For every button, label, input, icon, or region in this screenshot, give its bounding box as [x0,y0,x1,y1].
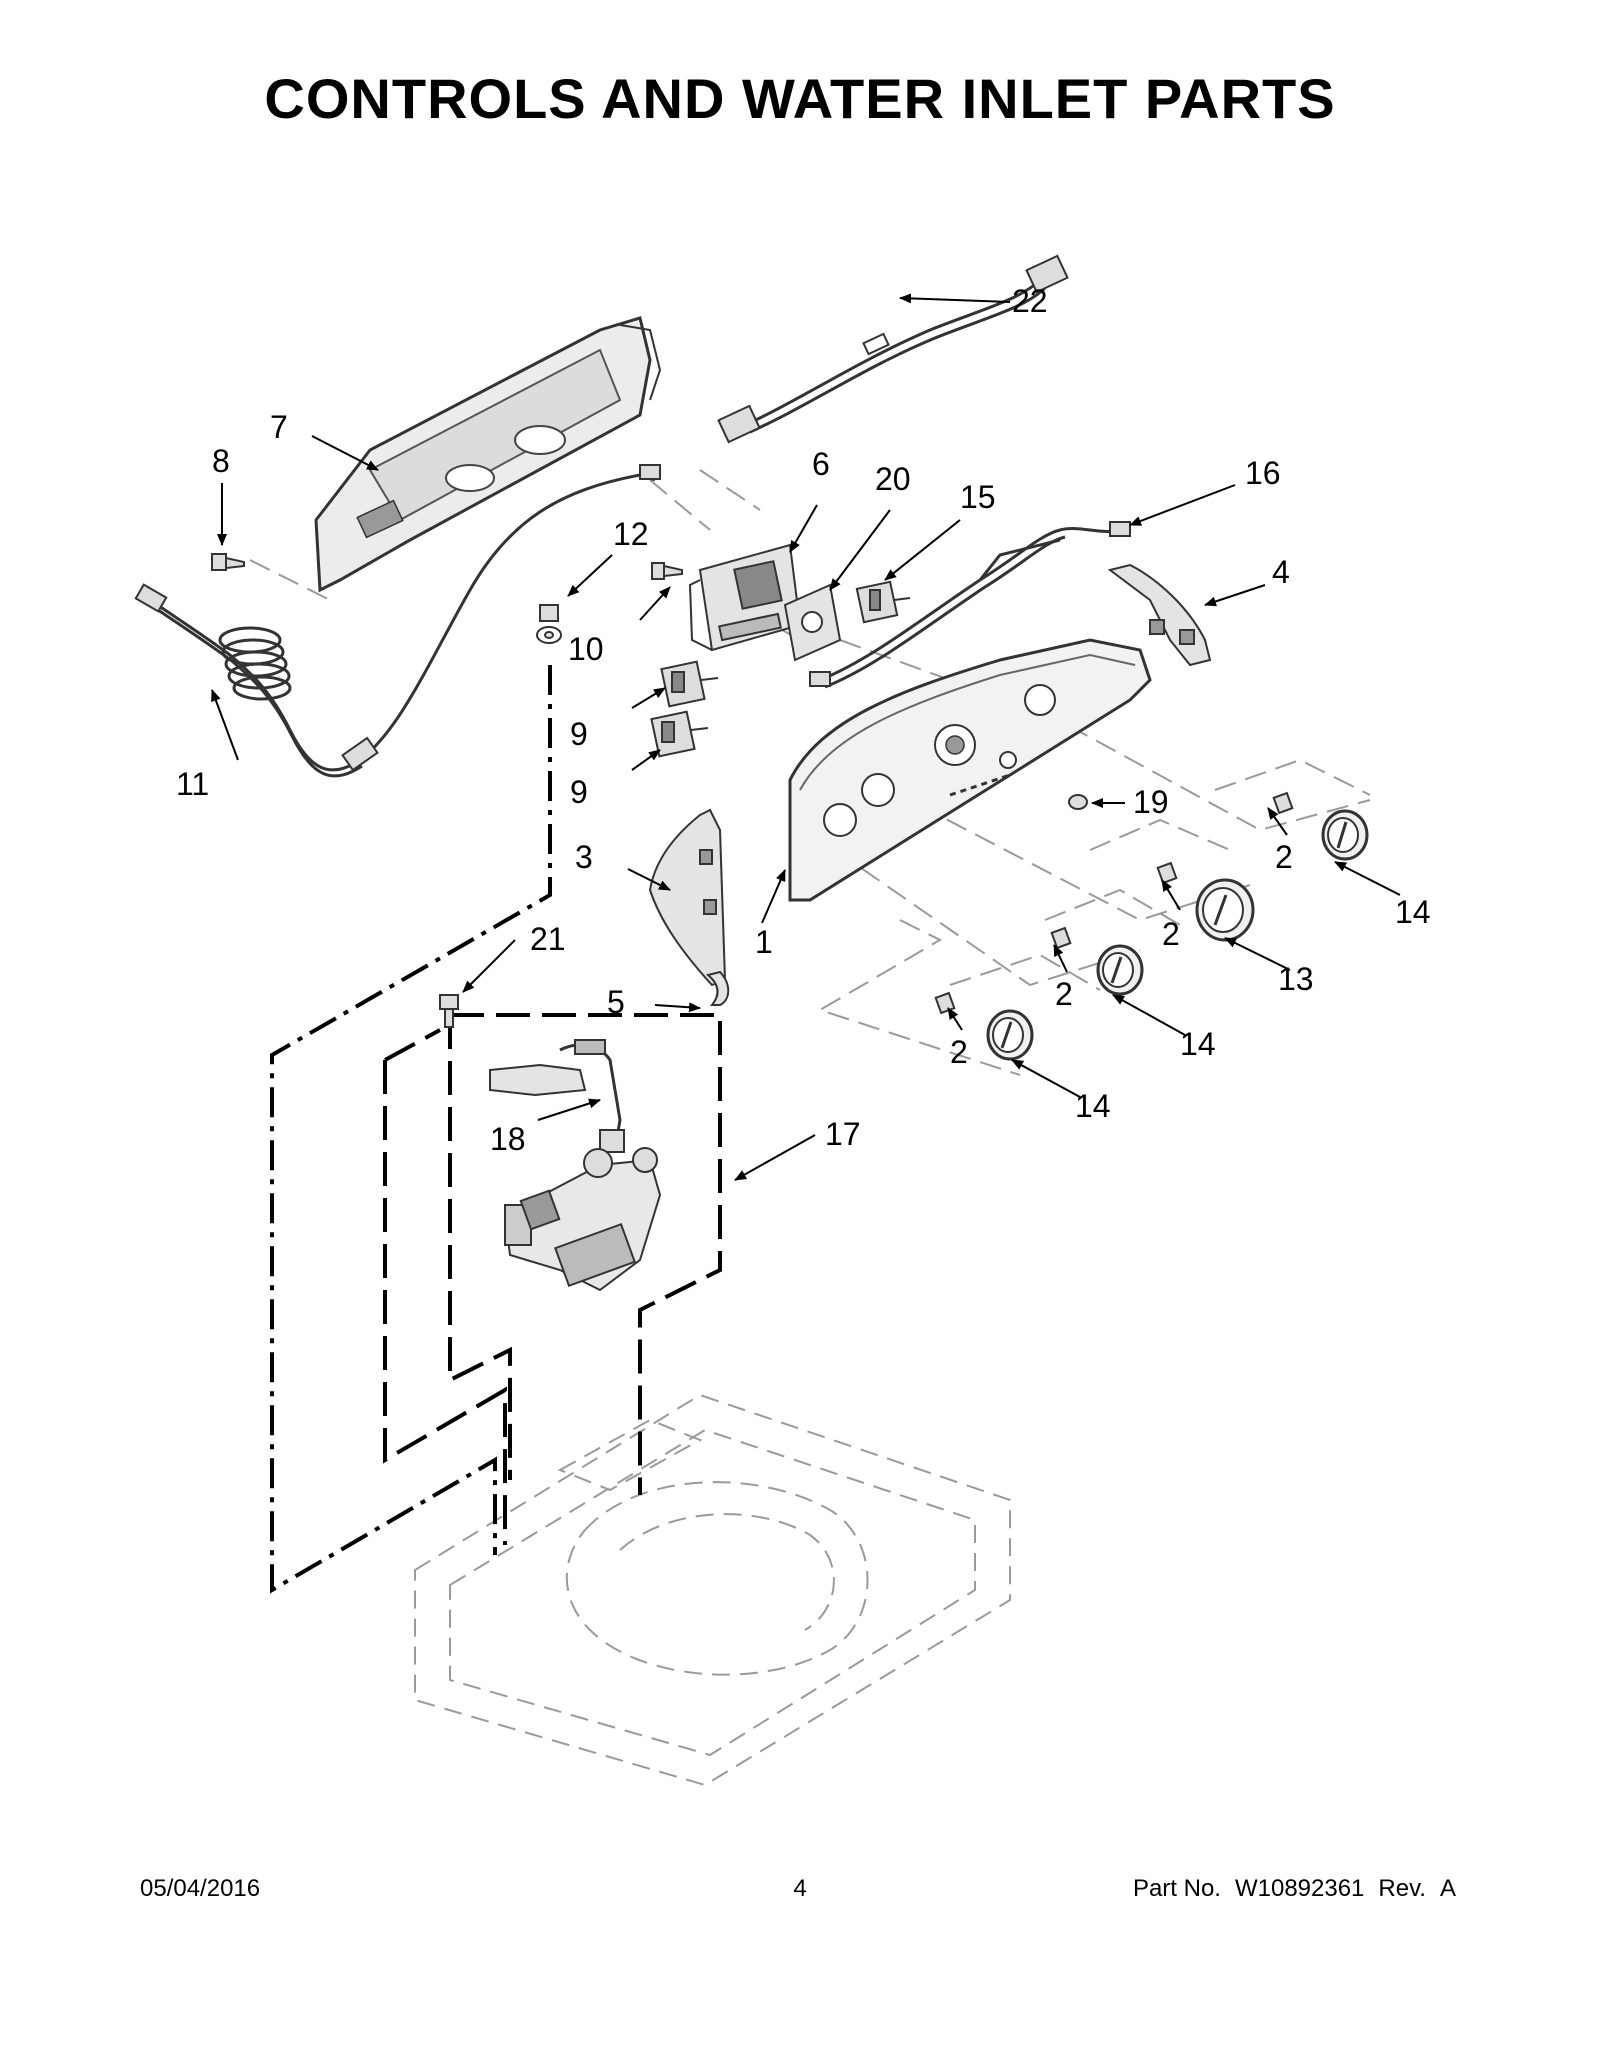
part-21-screw [439,994,459,1028]
part-16-harness [809,521,1131,689]
callout-label: 15 [960,479,996,515]
part-14-knob-right [1321,809,1369,861]
cabinet-top-ghost [414,1393,1011,1787]
callout-label: 14 [1075,1088,1111,1124]
part-9-rotary-switch-upper [660,660,719,708]
part-14-knob-left [986,1009,1034,1061]
part-17-water-inlet-valve [503,1147,662,1292]
part-6-control-board [688,543,802,652]
callout-label: 19 [1133,784,1169,820]
footer-page-number: 4 [793,1875,807,1902]
part-5-clip [705,970,730,1006]
callout-label: 17 [825,1116,861,1152]
callout-label: 1 [755,924,773,960]
callout-label: 5 [607,984,625,1020]
callout-label: 14 [1395,894,1431,930]
callout-label: 10 [568,631,604,667]
callout-label: 12 [613,516,649,552]
part-4-end-cap-right [1107,563,1212,667]
callout-label: 2 [1162,916,1180,952]
rev-label: Rev. [1378,1875,1426,1902]
part-number: W10892361 [1234,1875,1365,1902]
callout-label: 2 [950,1034,968,1070]
callout-label: 4 [1272,554,1290,590]
part-label: Part No. [1132,1875,1221,1902]
callout-label: 20 [875,461,911,497]
callout-label: 8 [212,443,230,479]
part-20-bezel [783,583,842,662]
callout-label: 11 [176,766,209,802]
callout-label: 2 [1275,839,1293,875]
part-9-rotary-switch-lower [650,710,709,758]
callout-label: 21 [530,921,566,957]
footer-date: 05/04/2016 [140,1875,261,1902]
callout-label: 7 [270,409,288,445]
callout-labels: 1 2 2 2 2 3 4 5 6 7 8 9 9 10 11 12 13 14… [176,283,1431,1157]
rev-value: A [1439,1875,1456,1902]
callout-label: 2 [1055,976,1073,1012]
page-title: CONTROLS AND WATER INLET PARTS [264,67,1336,130]
callout-label: 22 [1012,283,1048,319]
part-12-ground-screw [536,604,562,644]
footer-part-number: Part No. W10892361 Rev. A [1119,1875,1456,1903]
part-18-inlet-harness [489,1039,625,1153]
callout-label: 6 [812,446,830,482]
callout-label: 9 [570,716,588,752]
cord-route-line [270,665,552,1594]
part-7-console-rear-panel [314,316,662,593]
part-3-end-cap-left [648,808,727,987]
part-8-screw [211,553,245,571]
callout-label: 14 [1180,1026,1216,1062]
part-22-wire-harness [717,254,1069,444]
part-13-knob-large [1195,878,1255,942]
callout-label: 18 [490,1121,526,1157]
part-14-knob-middle [1096,944,1144,996]
callout-label: 13 [1278,961,1314,997]
part-11-power-cord [134,464,661,778]
callout-label: 9 [570,774,588,810]
inlet-route-lines [383,1013,722,1545]
callout-label: 3 [575,839,593,875]
leader-arrows [211,293,1401,1181]
part-19-lens [1068,794,1088,810]
part-15-switch [855,580,911,624]
part-10-screw [651,562,683,580]
callout-label: 16 [1245,455,1281,491]
part-1-control-console [788,638,1152,902]
